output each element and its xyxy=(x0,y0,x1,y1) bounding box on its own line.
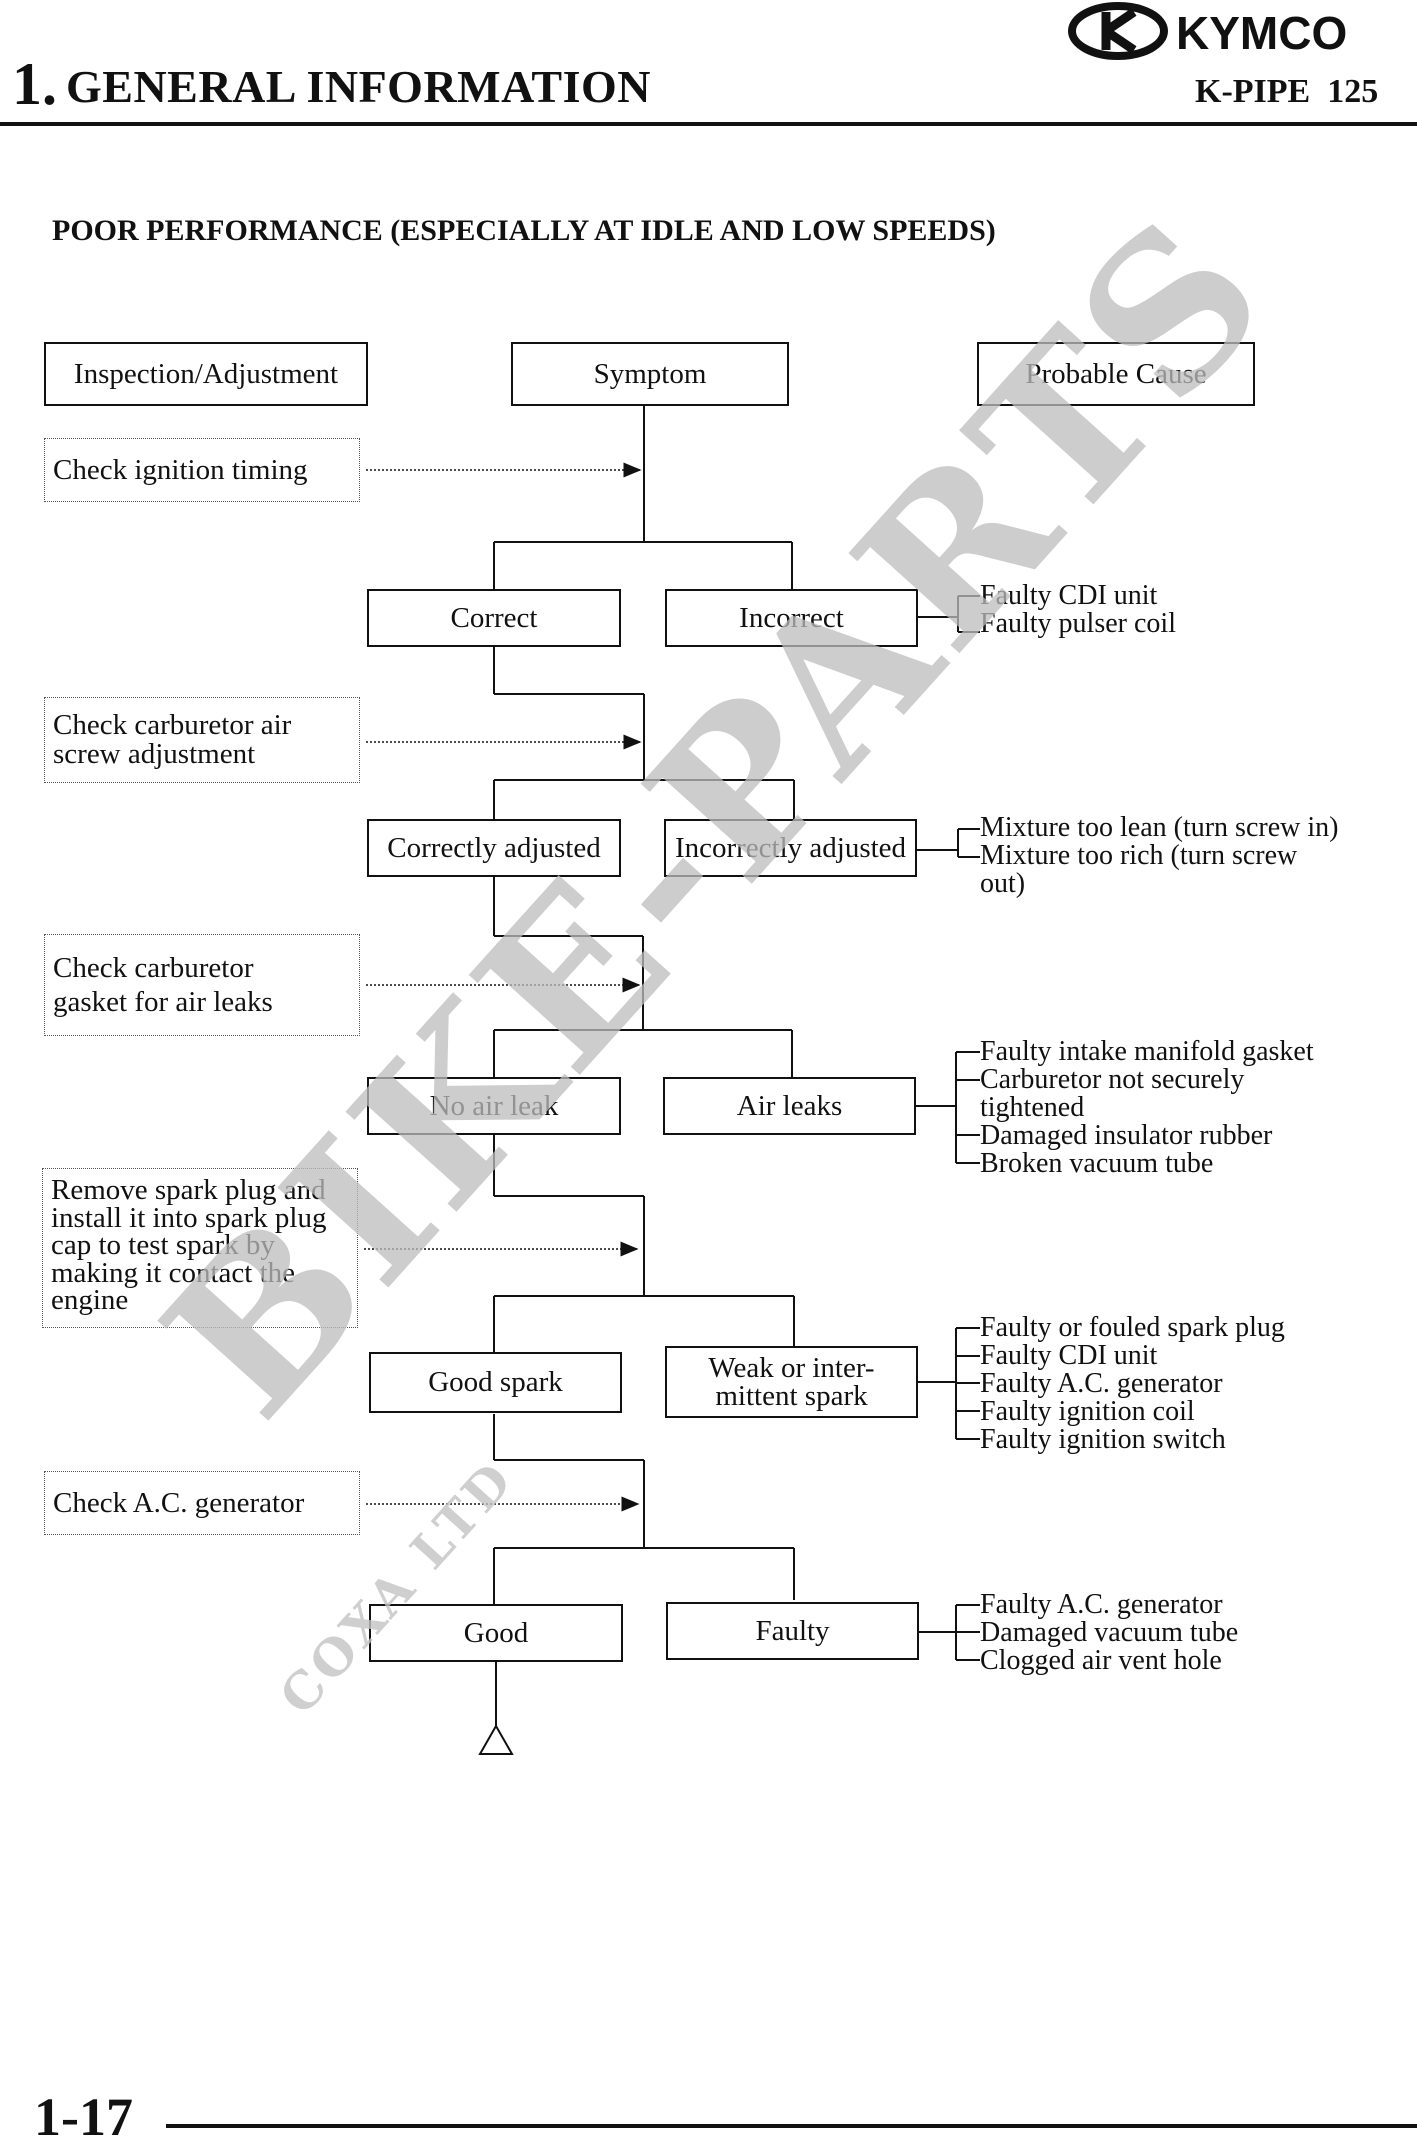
model-label: K-PIPE 125 xyxy=(1195,73,1379,110)
inspection-text: Check A.C. generator xyxy=(53,1486,305,1519)
symptom-ok-box: No air leak xyxy=(367,1077,621,1135)
probable-cause-list: Mixture too lean (turn screw in) Mixture… xyxy=(980,812,1339,899)
logo-text: KYMCO xyxy=(1176,7,1347,59)
inspection-text: Check ignition timing xyxy=(53,453,308,486)
probable-cause-list: Faulty intake manifold gasket Carburetor… xyxy=(980,1036,1314,1179)
inspection-box: Check carburetor gasket for air leaks xyxy=(44,934,360,1036)
inspection-box: Check carburetor air screw adjustment xyxy=(44,697,360,783)
footer-rule xyxy=(166,2124,1417,2128)
symptom-ok-box: Good spark xyxy=(369,1352,622,1413)
symptom-ok-box: Correctly adjusted xyxy=(367,819,621,877)
inspection-box: Remove spark plug and install it into sp… xyxy=(42,1168,358,1328)
symptom-ok-box: Good xyxy=(369,1604,623,1662)
inspection-text: Check carburetor air screw adjustment xyxy=(53,709,292,770)
section-number: 1. xyxy=(12,51,57,117)
inspection-box: Check A.C. generator xyxy=(44,1471,360,1535)
column-header-inspection: Inspection/Adjustment xyxy=(44,342,368,406)
symptom-fail-box: Incorrect xyxy=(665,589,918,647)
symptom-fail-box: Incorrectly adjusted xyxy=(664,819,917,877)
probable-cause-list: Faulty A.C. generator Damaged vacuum tub… xyxy=(980,1589,1239,1676)
probable-cause-list: Faulty or fouled spark plug Faulty CDI u… xyxy=(980,1312,1285,1455)
symptom-fail-box: Weak or inter- mittent spark xyxy=(665,1346,918,1418)
page-number: 1-17 xyxy=(34,2087,133,2147)
header-rule xyxy=(0,122,1417,126)
page-title: POOR PERFORMANCE (ESPECIALLY AT IDLE AND… xyxy=(52,214,996,247)
column-header-cause: Probable Cause xyxy=(977,342,1255,406)
symptom-fail-box: Faulty xyxy=(666,1602,919,1660)
inspection-box: Check ignition timing xyxy=(44,438,360,502)
column-header-symptom: Symptom xyxy=(511,342,789,406)
inspection-text: Check carburetor gasket for air leaks xyxy=(53,952,273,1018)
probable-cause-list: Faulty CDI unit Faulty pulser coil xyxy=(980,580,1176,639)
section-title: GENERAL INFORMATION xyxy=(66,61,651,112)
inspection-text: Remove spark plug and install it into sp… xyxy=(51,1174,327,1316)
symptom-fail-box: Air leaks xyxy=(663,1077,916,1135)
symptom-ok-box: Correct xyxy=(367,589,621,647)
kymco-logo: KYMCO xyxy=(1068,2,1347,60)
